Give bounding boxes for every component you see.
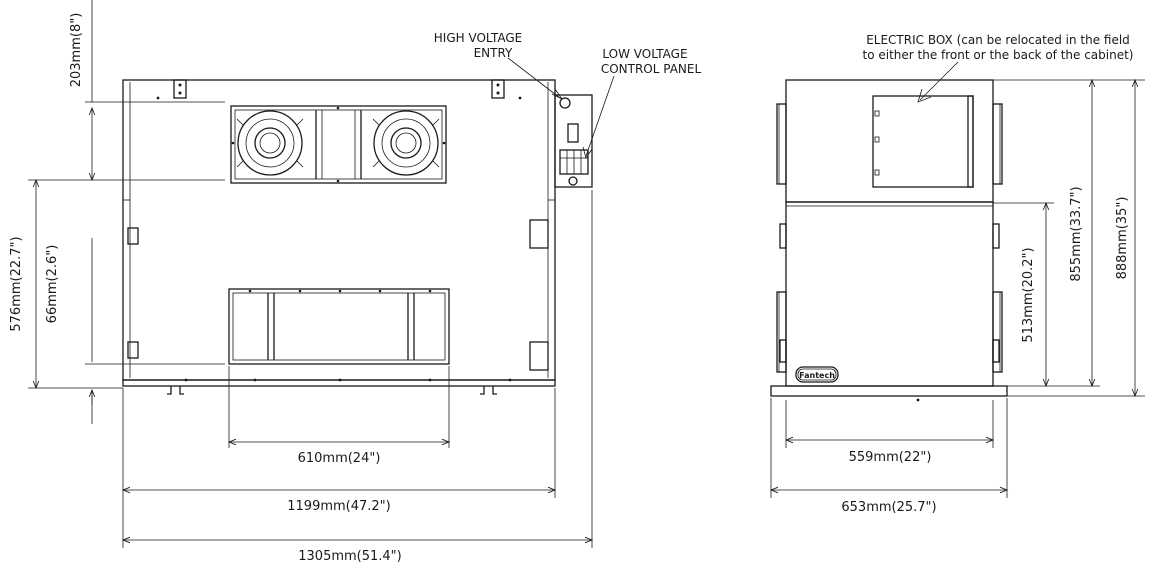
dim-513: 513mm(20.2") bbox=[993, 201, 1054, 388]
electrical-box bbox=[554, 94, 593, 188]
dim-653-label: 653mm(25.7") bbox=[841, 500, 936, 515]
high-voltage-label-2: ENTRY bbox=[474, 46, 513, 60]
dim-855-label: 855mm(33.7") bbox=[1069, 186, 1084, 281]
dim-576: 576mm(22.7") bbox=[9, 178, 225, 390]
bottom-duct-opening bbox=[228, 288, 450, 365]
dim-610: 610mm(24") bbox=[227, 366, 451, 466]
high-voltage-label-1: HIGH VOLTAGE bbox=[434, 31, 522, 45]
brand-name: Fantech bbox=[799, 371, 835, 380]
high-voltage-leader bbox=[507, 57, 561, 99]
fan-opening bbox=[230, 105, 447, 184]
left-unit-view: HIGH VOLTAGE ENTRY LOW VOLTAGE CONTROL P… bbox=[9, 0, 701, 564]
lower-side-collars bbox=[776, 291, 1003, 373]
dim-1305: 1305mm(51.4") bbox=[121, 190, 594, 564]
dim-513-label: 513mm(20.2") bbox=[1021, 247, 1036, 342]
dim-1199: 1199mm(47.2") bbox=[121, 388, 557, 514]
brand-plate: Fantech bbox=[795, 366, 839, 383]
high-voltage-arrowhead bbox=[551, 88, 563, 100]
low-voltage-arrowhead bbox=[582, 146, 593, 159]
dim-888: 888mm(35") bbox=[1007, 78, 1145, 398]
cabinet-screws bbox=[156, 96, 522, 382]
dim-559: 559mm(22") bbox=[784, 400, 995, 465]
dim-888-label: 888mm(35") bbox=[1115, 197, 1130, 280]
fan-left bbox=[236, 110, 304, 176]
side-latches bbox=[529, 219, 549, 371]
electric-box-leader bbox=[919, 61, 959, 101]
side-hinges bbox=[127, 227, 139, 359]
dim-576-label: 576mm(22.7") bbox=[9, 236, 24, 331]
dim-203-label: 203mm(8") bbox=[69, 13, 84, 88]
dim-1305-label: 1305mm(51.4") bbox=[298, 549, 401, 564]
dim-653: 653mm(25.7") bbox=[769, 398, 1009, 515]
dim-66-label: 66mm(2.6") bbox=[45, 245, 60, 324]
low-voltage-leader bbox=[585, 75, 615, 157]
dim-610-label: 610mm(24") bbox=[298, 451, 381, 466]
side-brackets bbox=[779, 223, 1000, 363]
dim-855: 855mm(33.7") bbox=[993, 78, 1100, 388]
low-voltage-label-2: CONTROL PANEL bbox=[601, 62, 702, 76]
dim-66: 66mm(2.6") bbox=[45, 238, 225, 424]
cabinet-body bbox=[122, 79, 556, 381]
mounting-feet bbox=[167, 386, 497, 395]
dim-559-label: 559mm(22") bbox=[849, 450, 932, 465]
electric-box bbox=[872, 95, 974, 188]
upper-cabinet bbox=[785, 79, 994, 203]
top-brackets bbox=[173, 79, 505, 99]
electric-box-arrowhead bbox=[917, 88, 932, 103]
right-unit-view: Fantech ELECTRIC BOX (can be relocated i… bbox=[769, 33, 1145, 515]
dim-203: 203mm(8") bbox=[69, 0, 225, 182]
upper-side-collars bbox=[776, 103, 1003, 185]
dim-1199-label: 1199mm(47.2") bbox=[287, 499, 390, 514]
lower-cabinet bbox=[785, 201, 994, 387]
fan-right bbox=[372, 110, 440, 176]
low-voltage-label-1: LOW VOLTAGE bbox=[602, 47, 687, 61]
base-plate bbox=[770, 385, 1008, 397]
electric-box-label-1: ELECTRIC BOX (can be relocated in the fi… bbox=[866, 33, 1130, 47]
electric-box-label-2: to either the front or the back of the c… bbox=[863, 48, 1134, 62]
